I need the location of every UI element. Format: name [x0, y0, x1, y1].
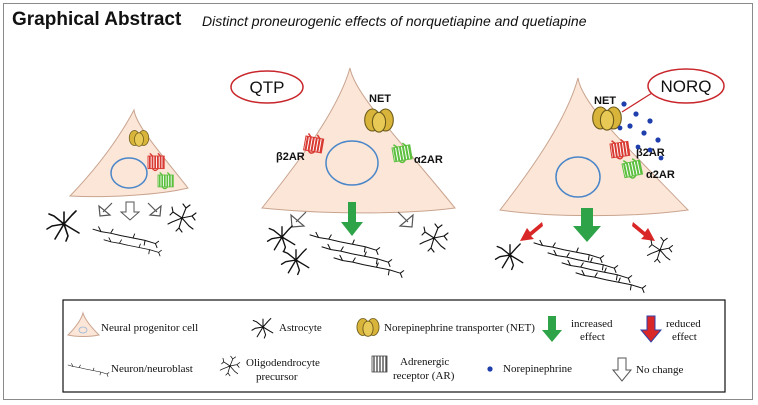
legend-npc-label: Neural progenitor cell	[101, 322, 198, 334]
norq-progenitor-cell	[499, 77, 690, 217]
legend-net-label: Norepinephrine transporter (NET)	[384, 322, 535, 334]
legend-increased-arrow	[542, 316, 562, 342]
norq-alpha-label: α2AR	[646, 169, 675, 181]
legend-increased-label-1: increased	[571, 318, 613, 330]
norq-astrocyte-icon	[494, 243, 524, 271]
norq-opc-icon	[646, 236, 674, 264]
qtp-alpha-label: α2AR	[414, 154, 443, 166]
legend-receptor-icon	[371, 355, 388, 373]
qtp-neuron-icon	[333, 254, 405, 278]
norq-reduced-arrow-left	[520, 222, 543, 241]
norq-net-icon	[592, 106, 622, 131]
figure-title: Graphical Abstract	[12, 9, 182, 30]
outer-frame	[3, 3, 753, 400]
qtp-beta-label: β2AR	[276, 151, 305, 163]
legend-ne-label: Norepinephrine	[503, 363, 572, 375]
norq-nucleus	[555, 156, 601, 198]
qtp-neuron-icon	[309, 231, 381, 255]
legend-net-icon	[356, 318, 380, 337]
figure-subtitle: Distinct proneurogenic effects of norque…	[202, 13, 587, 29]
legend-ne-dot	[487, 366, 493, 372]
legend-reduced-label-1: reduced	[666, 318, 701, 330]
control-no-change-arrow-down	[119, 201, 141, 221]
control-nucleus	[110, 157, 148, 189]
legend: Neural progenitor cell Astrocyte Norepin…	[62, 299, 726, 393]
control-no-change-arrow-left	[98, 202, 113, 217]
norq-tag-oval	[647, 68, 725, 104]
qtp-nucleus	[325, 140, 379, 186]
control-astrocyte-icon	[46, 210, 80, 242]
legend-opc-label-2: precursor	[256, 371, 298, 383]
qtp-tag: QTP	[250, 78, 285, 97]
norq-panel: NET β2AR α2AR NORQ	[494, 68, 725, 293]
control-opc-icon	[167, 203, 197, 233]
norq-tag-connector	[621, 92, 653, 113]
legend-opc-label-1: Oligodendrocyte	[246, 357, 320, 369]
legend-npc-icon	[67, 311, 100, 337]
legend-reduced-arrow	[639, 315, 663, 343]
qtp-net-label: NET	[369, 93, 391, 105]
control-alpha-receptor-icon	[157, 171, 175, 190]
legend-box	[62, 299, 726, 393]
qtp-panel: NET β2AR α2AR QTP	[230, 67, 456, 278]
norq-beta-label: β2AR	[636, 147, 665, 159]
control-panel	[46, 108, 197, 257]
qtp-no-change-arrow-right	[397, 211, 414, 228]
norq-net-label: NET	[594, 95, 616, 107]
legend-no-change-arrow	[611, 357, 633, 382]
control-net-icon	[128, 130, 150, 147]
norepinephrine-dots	[617, 101, 664, 161]
control-no-change-arrow-right	[147, 202, 162, 217]
qtp-astrocyte-icon	[280, 248, 310, 276]
legend-reduced-label-2: effect	[672, 331, 697, 343]
qtp-opc-icon	[419, 223, 449, 253]
legend-npc-nucleus	[78, 326, 88, 334]
legend-ar-label-2: receptor (AR)	[393, 370, 455, 382]
control-neuron-icon	[103, 237, 162, 257]
qtp-tag-oval	[230, 70, 304, 104]
norq-tag: NORQ	[661, 77, 712, 96]
norq-reduced-arrow-right	[632, 222, 655, 241]
control-beta-receptor-icon	[147, 152, 166, 172]
qtp-astrocyte-icon	[266, 225, 296, 253]
legend-neuron-label: Neuron/neuroblast	[111, 363, 193, 375]
qtp-net-icon	[364, 108, 394, 133]
norq-neuron-icon	[533, 239, 605, 263]
qtp-increased-arrow	[341, 202, 363, 236]
legend-increased-label-2: effect	[580, 331, 605, 343]
legend-nochange-label: No change	[636, 364, 683, 376]
legend-ar-label-1: Adrenergic	[400, 356, 449, 368]
qtp-no-change-arrow-left	[290, 211, 307, 228]
norq-increased-arrow	[573, 208, 601, 242]
legend-astrocyte-label: Astrocyte	[279, 322, 322, 334]
